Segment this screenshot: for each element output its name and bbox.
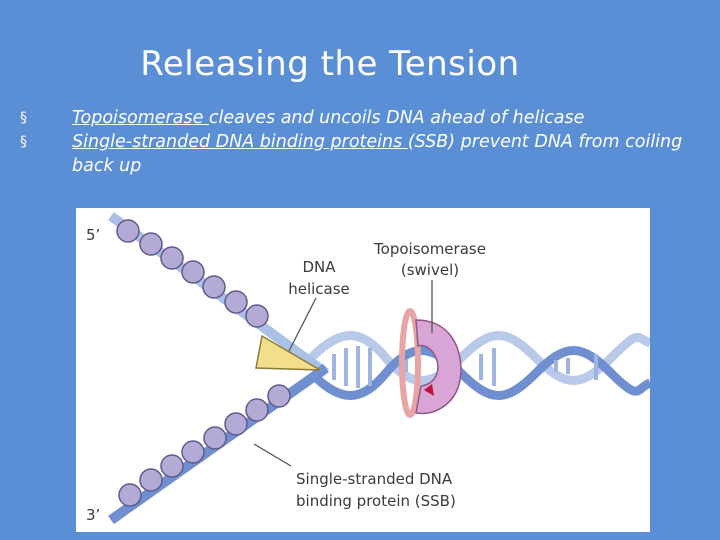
bullet-rest: (SSB) prevent DNA from coiling back up xyxy=(72,132,683,176)
bullet-text: Single-stranded DNA binding proteins (SS… xyxy=(72,130,700,178)
ssb-protein xyxy=(202,275,226,299)
ssb-protein xyxy=(118,483,142,507)
ssb-protein xyxy=(224,412,248,436)
ssb-protein xyxy=(203,426,227,450)
dna-replication-figure: 5’ 3’ DNA helicase Topoisomerase (swivel… xyxy=(76,208,650,532)
helicase-wedge xyxy=(255,334,321,371)
label-ssb-line2: binding protein (SSB) xyxy=(296,492,456,510)
bullet-rest: cleaves and uncoils DNA ahead of helicas… xyxy=(208,108,585,128)
ssb-protein xyxy=(267,384,291,408)
ssb-protein xyxy=(139,468,163,492)
ssb-proteins-upper xyxy=(116,219,269,328)
bullet-list: § Topoisomerase cleaves and uncoils DNA … xyxy=(20,106,700,178)
topoisomerase-ring xyxy=(399,308,421,418)
bullet-marker: § xyxy=(20,110,27,126)
label-5-prime: 5’ xyxy=(86,226,100,244)
label-topoisomerase-line1: Topoisomerase xyxy=(373,240,486,258)
label-helicase-line2: helicase xyxy=(288,280,350,298)
ssb-leader xyxy=(253,443,292,467)
label-helicase-line1: DNA xyxy=(302,258,336,276)
label-3-prime: 3’ xyxy=(86,506,100,524)
topoisomerase xyxy=(399,308,462,418)
ssb-proteins-lower xyxy=(118,384,291,507)
bullet-term: Topoisomerase xyxy=(72,108,209,128)
ssb-protein xyxy=(224,290,248,314)
ssb-protein xyxy=(245,398,269,422)
slide-title: Releasing the Tension xyxy=(140,44,520,84)
ssb-protein xyxy=(245,304,269,328)
ssb-protein xyxy=(116,219,140,243)
topoisomerase-body xyxy=(415,319,462,415)
topoisomerase-red-tip xyxy=(424,384,434,396)
helix-strand-front xyxy=(307,346,650,400)
leader-lines xyxy=(253,280,433,467)
ssb-protein xyxy=(160,246,184,270)
helicase-leader xyxy=(288,297,317,352)
bullet-ssb: § Single-stranded DNA binding proteins (… xyxy=(20,130,700,178)
label-topoisomerase-line2: (swivel) xyxy=(401,261,459,279)
ssb-protein xyxy=(181,260,205,284)
label-ssb-line1: Single-stranded DNA xyxy=(296,470,453,488)
bullet-text: Topoisomerase cleaves and uncoils DNA ah… xyxy=(72,106,584,130)
helix-strand-back xyxy=(307,331,650,385)
bullet-term: Single-stranded DNA binding proteins xyxy=(72,132,408,152)
ssb-protein xyxy=(181,440,205,464)
bullet-topoisomerase: § Topoisomerase cleaves and uncoils DNA … xyxy=(20,106,700,130)
helix-base-pairs xyxy=(332,346,598,388)
ssb-protein xyxy=(160,454,184,478)
ssb-protein xyxy=(139,232,163,256)
figure-svg: 5’ 3’ DNA helicase Topoisomerase (swivel… xyxy=(86,211,650,525)
double-helix xyxy=(307,331,650,400)
bullet-marker: § xyxy=(20,134,27,150)
